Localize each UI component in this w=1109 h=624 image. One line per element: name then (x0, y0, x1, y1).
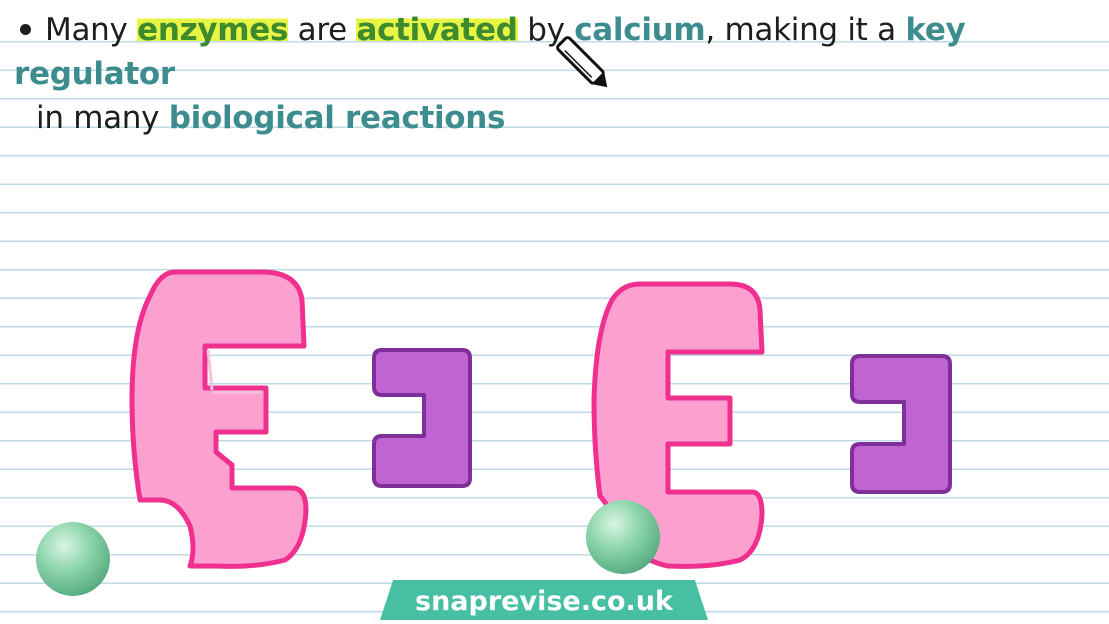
text-making-it-a: , making it a (705, 12, 906, 48)
keyword-enzymes: enzymes (137, 12, 289, 48)
calcium-ion-left (36, 522, 110, 596)
keyword-key-regulator: key regulator (14, 12, 966, 92)
enzyme-shape-right (591, 281, 765, 569)
snaprevise-watermark: snaprevise.co.uk (380, 580, 708, 620)
calcium-ion-right (586, 500, 660, 574)
keyword-biological-reactions: biological reactions (168, 100, 506, 136)
bullet-line-2: in many biological reactions (14, 96, 1104, 140)
text-in-many: in many (36, 100, 169, 136)
bullet-dot-icon (20, 24, 31, 35)
keyword-activated: activated (356, 12, 518, 48)
substrate-shape-left (372, 348, 472, 488)
text-by: by (517, 12, 575, 48)
bullet-point-text: Many enzymes are activated by calcium, m… (14, 8, 1104, 140)
substrate-shape-right (850, 354, 952, 494)
pen-cursor-icon (556, 36, 608, 88)
text-many: Many (45, 12, 138, 48)
keyword-calcium: calcium (574, 12, 706, 48)
bullet-line-1: Many enzymes are activated by calcium, m… (14, 8, 1104, 96)
text-are: are (288, 12, 357, 48)
enzyme-shape-left (129, 269, 309, 569)
